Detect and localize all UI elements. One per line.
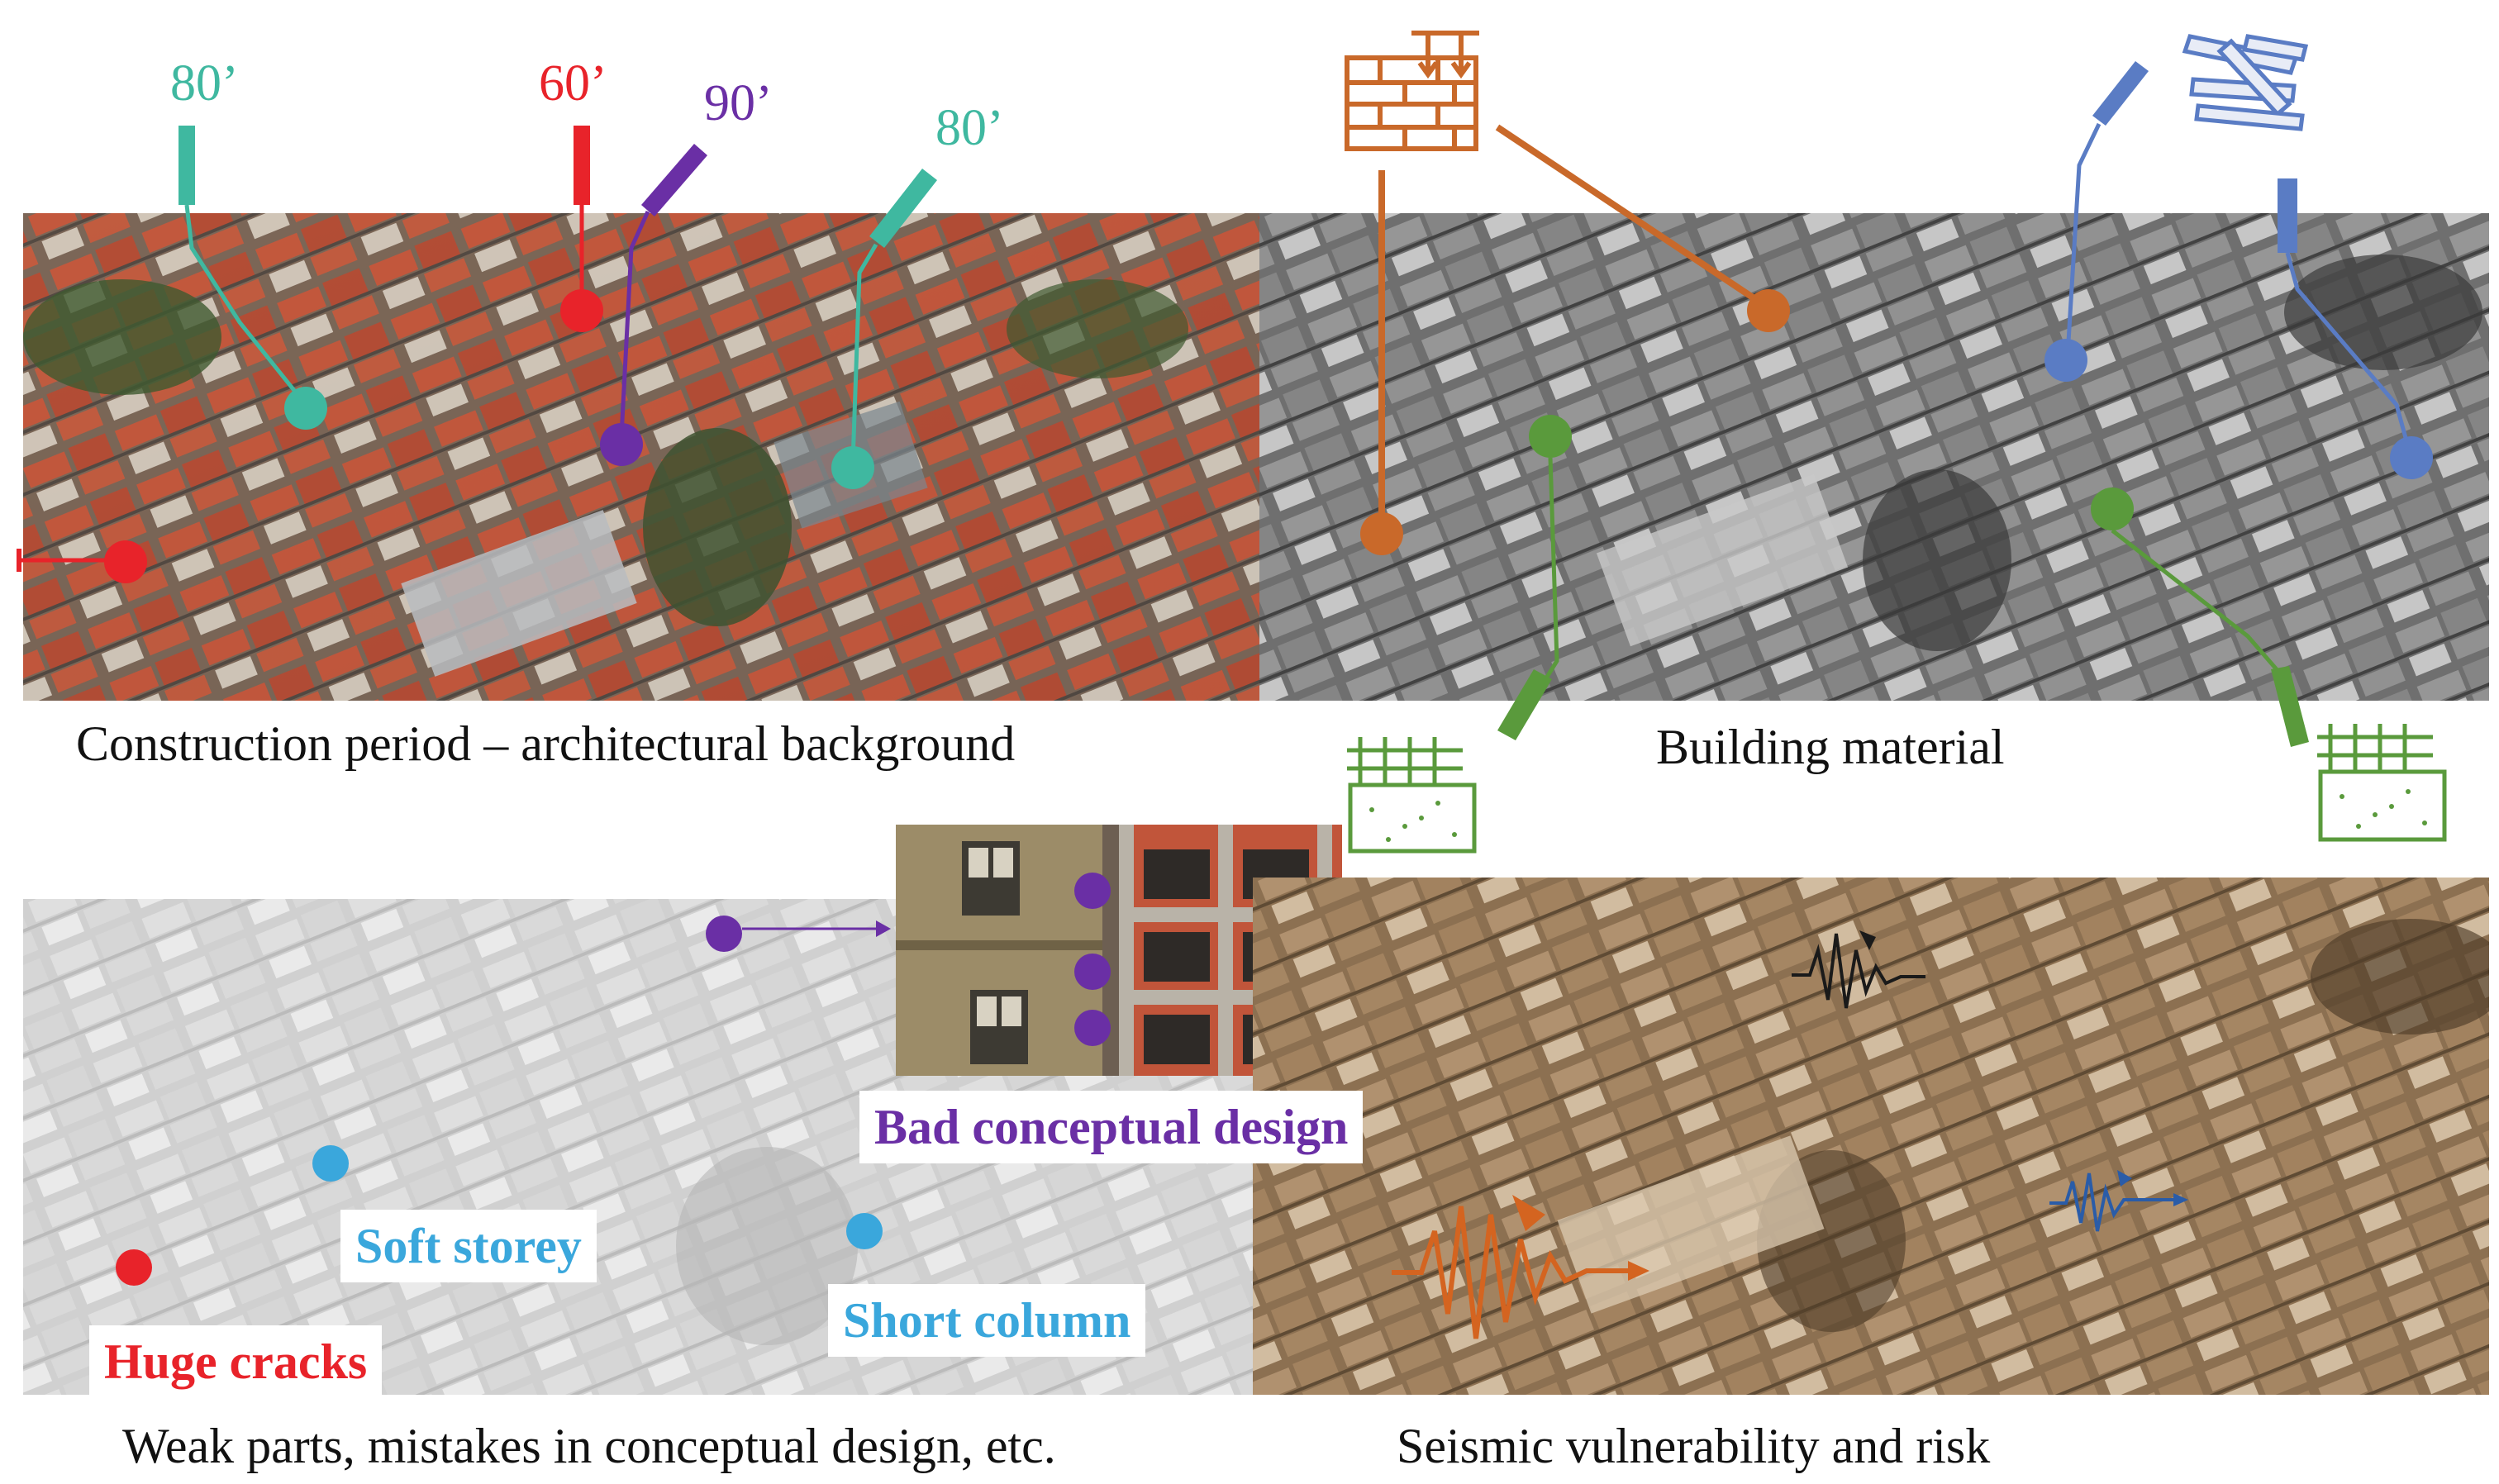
- year-label-purple: 90’: [704, 75, 773, 131]
- seismic-wave-icon: [1792, 930, 1925, 1009]
- year-label-teal-right: 80’: [935, 100, 1004, 156]
- concrete-icon-left: [1347, 737, 1477, 854]
- seismic-wave-small: [2049, 1170, 2188, 1232]
- leader-orange-right: [1495, 124, 1790, 332]
- leader-purple: [600, 144, 707, 466]
- seismic-wave-large: [1392, 1195, 1649, 1339]
- marker-green-right: [2091, 488, 2134, 530]
- marker-teal-left: [284, 387, 327, 430]
- marker-orange-right: [1747, 289, 1790, 332]
- leader-blue-right: [2278, 178, 2433, 479]
- leader-blue-left: [2044, 61, 2149, 382]
- brick-wall-icon: [1345, 31, 1479, 151]
- leader-red-top: [560, 126, 603, 332]
- marker-purple-inset-3: [1074, 1010, 1111, 1046]
- leader-green-right: [2091, 488, 2309, 747]
- tag-short-column: Short column: [828, 1284, 1146, 1357]
- marker-red-left: [104, 540, 147, 583]
- marker-blue-left: [2044, 339, 2087, 382]
- marker-orange-left: [1360, 512, 1403, 555]
- marker-green-left: [1529, 415, 1572, 458]
- marker-purple-inset-2: [1074, 954, 1111, 990]
- aerial-photo-grayscale: [1259, 213, 2489, 701]
- year-label-red: 60’: [539, 55, 607, 112]
- leader-teal-right: [831, 169, 937, 489]
- leader-teal-left: [178, 126, 327, 430]
- marker-huge-cracks: [116, 1249, 152, 1286]
- aerial-photo-sepia: [1253, 878, 2489, 1395]
- caption-building-material: Building material: [1656, 720, 2005, 774]
- leader-orange-left: [1360, 170, 1403, 555]
- tag-bad-conceptual-design: Bad conceptual design: [859, 1091, 1364, 1163]
- tag-huge-cracks: Huge cracks: [89, 1325, 383, 1398]
- marker-purple: [600, 423, 643, 466]
- marker-purple-inset-1: [1074, 873, 1111, 909]
- timber-beams-icon: [2182, 34, 2309, 131]
- aerial-photo-color: [23, 213, 1259, 701]
- marker-bad-design-source: [706, 916, 891, 952]
- caption-weak-parts: Weak parts, mistakes in conceptual desig…: [122, 1419, 1056, 1473]
- leader-red-left: [17, 540, 147, 583]
- caption-seismic-vulnerability: Seismic vulnerability and risk: [1397, 1419, 1991, 1473]
- concrete-icon-right: [2317, 724, 2447, 842]
- leader-green-left: [1497, 415, 1572, 740]
- year-label-teal-left: 80’: [170, 55, 239, 112]
- marker-teal-right: [831, 446, 874, 489]
- marker-soft-storey: [312, 1145, 349, 1182]
- marker-short-column: [846, 1213, 883, 1249]
- marker-blue-right: [2390, 436, 2433, 479]
- marker-red-top: [560, 289, 603, 332]
- tag-soft-storey: Soft storey: [340, 1210, 597, 1282]
- caption-construction-period: Construction period – architectural back…: [76, 716, 1016, 771]
